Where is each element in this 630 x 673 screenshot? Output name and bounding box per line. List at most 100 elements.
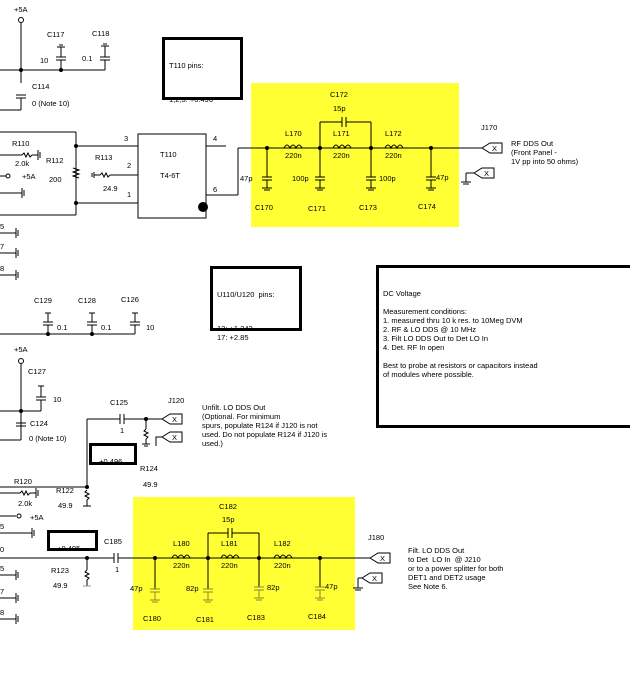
- c172-ref: C172: [330, 90, 348, 99]
- r113-ref: R113: [95, 153, 112, 162]
- c128-ref: C128: [78, 296, 96, 305]
- c125-value: 1: [120, 426, 124, 435]
- c181-ref: C181: [196, 615, 214, 624]
- l182-ref: L182: [274, 539, 291, 548]
- c180-value: 47p: [130, 584, 143, 593]
- supply-label-mid: +5A: [14, 345, 28, 354]
- c114-value: 0 (Note 10): [32, 99, 70, 108]
- c185-value: 1: [115, 565, 119, 574]
- c126-value: 10: [146, 323, 154, 332]
- t110-pin4: 4: [213, 134, 217, 143]
- c171-value: 100p: [292, 174, 309, 183]
- r122-supply-label: +5A: [30, 513, 44, 522]
- dc-voltage-text: DC Voltage Measurement conditions: 1. me…: [383, 289, 538, 379]
- voltage-readout: +0.495: [57, 544, 81, 553]
- c129-value: 0.1: [57, 323, 67, 332]
- c129-ref: C129: [34, 296, 52, 305]
- r112-ref: R112: [46, 156, 63, 165]
- r124-ref: R124: [140, 464, 158, 473]
- c128-value: 0.1: [101, 323, 111, 332]
- j180-description: Filt. LO DDS Out to Det LO In @ J210 or …: [408, 546, 504, 591]
- c180-ref: C180: [143, 614, 161, 623]
- t110-pin1-dot: [198, 202, 208, 212]
- c182-value: 15p: [222, 515, 235, 524]
- j170-x-mark: X: [492, 144, 497, 153]
- c185-ref: C185: [104, 537, 122, 546]
- c124-value: 0 (Note 10): [29, 434, 67, 443]
- l171-value: 220n: [333, 151, 350, 160]
- c171-ref: C171: [308, 204, 326, 213]
- l170-ref: L170: [285, 129, 302, 138]
- t110-pin3: 3: [124, 134, 128, 143]
- dc-voltage-box: DC Voltage Measurement conditions: 1. me…: [376, 265, 630, 428]
- t110-ref: T110: [160, 150, 177, 159]
- left-pin-label: 0: [0, 545, 4, 554]
- u110-u120-pins-box: U110/U120 pins: 12: +1.242 17: +2.85: [210, 266, 302, 342]
- j180-ref: J180: [368, 533, 384, 542]
- c170-ref: C170: [255, 203, 273, 212]
- r110-value: 2.0k: [15, 159, 29, 168]
- voltage-box-r124: +0.496: [89, 443, 137, 466]
- j120-ref: J120: [168, 396, 184, 405]
- j180-gnd-x-mark: X: [372, 574, 377, 583]
- c117-ref: C117: [47, 30, 64, 39]
- r123-ref: R123: [51, 566, 69, 575]
- j170-description: RF DDS Out (Front Panel - 1V pp into 50 …: [511, 139, 579, 166]
- left-pin-label: 7: [0, 242, 4, 251]
- t110-pins-title: T110 pins:: [169, 61, 204, 70]
- r120-value: 2.0k: [18, 499, 32, 508]
- l170-value: 220n: [285, 151, 302, 160]
- c173-ref: C173: [359, 203, 377, 212]
- rf-filter-highlight: [251, 83, 459, 227]
- j120-gnd-x-mark: X: [172, 433, 177, 442]
- c172-value: 15p: [333, 104, 346, 113]
- t110-pin6: 6: [213, 185, 217, 194]
- c174-ref: C174: [418, 202, 436, 211]
- l180-value: 220n: [173, 561, 190, 570]
- c127-ref: C127: [28, 367, 46, 376]
- left-pin-label: 5: [0, 522, 4, 531]
- lo-filter-highlight: [133, 497, 355, 630]
- l182-value: 220n: [274, 561, 291, 570]
- t110-pins-box: T110 pins: 1,2,3: +0.496: [162, 37, 243, 104]
- t110-part: T4-6T: [160, 171, 180, 180]
- r122-value: 49.9: [58, 501, 73, 510]
- voltage-box-r123: +0.495: [47, 530, 98, 553]
- r120-ref: R120: [14, 477, 32, 486]
- l171-ref: L171: [333, 129, 350, 138]
- c184-value: 47p: [325, 582, 338, 591]
- supply-terminal-top: [18, 17, 24, 23]
- c124-ref: C124: [30, 419, 48, 428]
- t110-pin2: 2: [127, 161, 131, 170]
- c114-ref: C114: [32, 82, 49, 91]
- r124-value: 49.9: [143, 480, 158, 489]
- left-pin-label: 5: [0, 564, 4, 573]
- c182-ref: C182: [219, 502, 237, 511]
- l181-value: 220n: [221, 561, 238, 570]
- u110-pins-title: U110/U120 pins:: [217, 290, 275, 299]
- r123-value: 49.9: [53, 581, 68, 590]
- c125-ref: C125: [110, 398, 128, 407]
- c173-value: 100p: [379, 174, 396, 183]
- j170-ref: J170: [481, 123, 497, 132]
- t110-pins-voltage: 1,2,3: +0.496: [169, 95, 213, 104]
- c183-ref: C183: [247, 613, 265, 622]
- c174-value: 47p: [436, 173, 449, 182]
- j180-x-mark: X: [380, 554, 385, 563]
- l180-ref: L180: [173, 539, 190, 548]
- left-pin-label: 8: [0, 608, 4, 617]
- l172-value: 220n: [385, 151, 402, 160]
- r112-supply-label: +5A: [22, 172, 36, 181]
- left-pin-label: 5: [0, 222, 4, 231]
- l172-ref: L172: [385, 129, 402, 138]
- c183-value: 82p: [267, 583, 280, 592]
- r112-value: 200: [49, 175, 62, 184]
- c181-value: 82p: [186, 584, 199, 593]
- l181-ref: L181: [221, 539, 238, 548]
- c127-value: 10: [53, 395, 61, 404]
- c184-ref: C184: [308, 612, 326, 621]
- u110-pins-voltages: 12: +1.242 17: +2.85: [217, 324, 253, 342]
- c126-ref: C126: [121, 295, 139, 304]
- c170-value: 47p: [240, 174, 253, 183]
